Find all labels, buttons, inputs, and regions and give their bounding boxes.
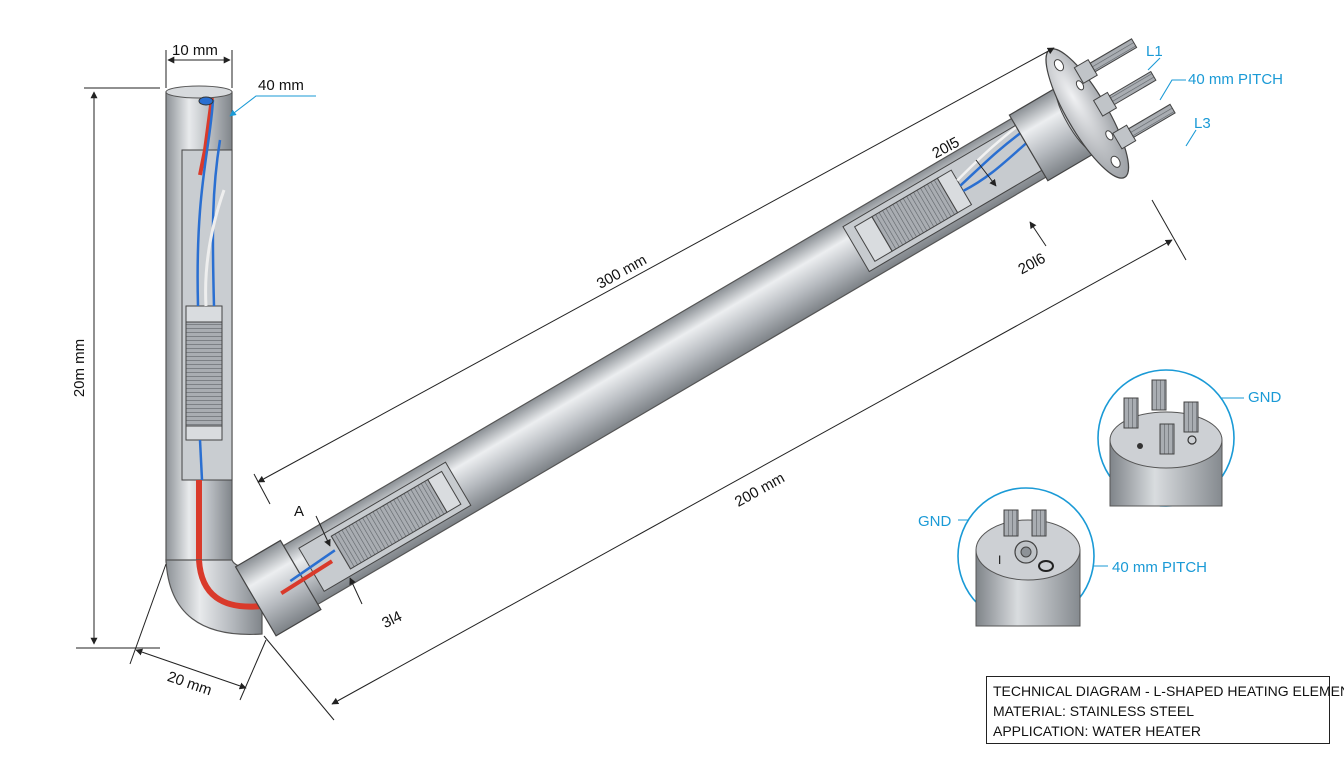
stud-3 bbox=[1127, 103, 1176, 138]
callout-gnd-upper: GND bbox=[1248, 389, 1282, 406]
title-block: TECHNICAL DIAGRAM - L-SHAPED HEATING ELE… bbox=[986, 676, 1344, 744]
dim-top-width: 10 mm bbox=[172, 42, 218, 59]
callout-pitch-top: 40 mm PITCH bbox=[1188, 71, 1283, 88]
vertical-coil-cap-top bbox=[185, 305, 223, 323]
tube-top-hole bbox=[198, 96, 214, 106]
blue-wire-1 bbox=[196, 99, 215, 307]
stud-1 bbox=[1089, 38, 1138, 73]
dim-top-callout: 40 mm bbox=[258, 77, 304, 94]
flange-hole-1 bbox=[1053, 59, 1065, 72]
detail-upper-studs bbox=[1123, 379, 1199, 455]
detail-lower bbox=[957, 487, 1095, 627]
title-block-line1: TECHNICAL DIAGRAM - L-SHAPED HEATING ELE… bbox=[993, 683, 1344, 699]
dimension-lines bbox=[76, 47, 1187, 721]
dim-long-length: 300 mm bbox=[594, 251, 650, 292]
detail-upper bbox=[1097, 369, 1235, 507]
vertical-coil bbox=[185, 319, 223, 429]
flange-hole-4 bbox=[1105, 130, 1114, 141]
title-block-line3: APPLICATION: WATER HEATER bbox=[993, 723, 1201, 739]
dim-short-length: 200 mm bbox=[732, 469, 788, 510]
stud-2 bbox=[1108, 70, 1157, 106]
dim-flange-2016: 20l6 bbox=[1015, 250, 1048, 278]
vertical-leg bbox=[165, 85, 301, 610]
detail-lower-studs bbox=[1003, 509, 1047, 537]
dim-section-a: A bbox=[294, 503, 304, 520]
vertical-tube-top-cap bbox=[165, 85, 233, 99]
callout-l1: L1 bbox=[1146, 43, 1163, 60]
terminal-studs bbox=[1073, 38, 1176, 150]
lower-wire-blue bbox=[289, 549, 336, 583]
callout-l3: L3 bbox=[1194, 115, 1211, 132]
dim-section-314: 3l4 bbox=[379, 608, 404, 632]
blue-wire-2 bbox=[211, 139, 222, 307]
bend-section bbox=[165, 559, 263, 636]
white-wire bbox=[204, 189, 226, 307]
red-wire-bend bbox=[196, 559, 263, 610]
detail-mark-i: I bbox=[998, 553, 1001, 567]
flange-hole-3 bbox=[1075, 80, 1085, 91]
vertical-coil-cap-bottom bbox=[185, 425, 223, 441]
dim-vertical-height: 20m mm bbox=[71, 339, 88, 397]
flange-hole-2 bbox=[1110, 155, 1121, 168]
red-wire-top bbox=[198, 97, 214, 176]
blue-wire-lower bbox=[198, 439, 204, 481]
lower-wire-red bbox=[280, 559, 334, 596]
callout-gnd-lower: GND bbox=[918, 513, 952, 530]
dim-bend-width: 20 mm bbox=[165, 668, 214, 699]
callout-pitch-lower: 40 mm PITCH bbox=[1112, 559, 1207, 576]
title-block-line2: MATERIAL: STAINLESS STEEL bbox=[993, 703, 1194, 719]
